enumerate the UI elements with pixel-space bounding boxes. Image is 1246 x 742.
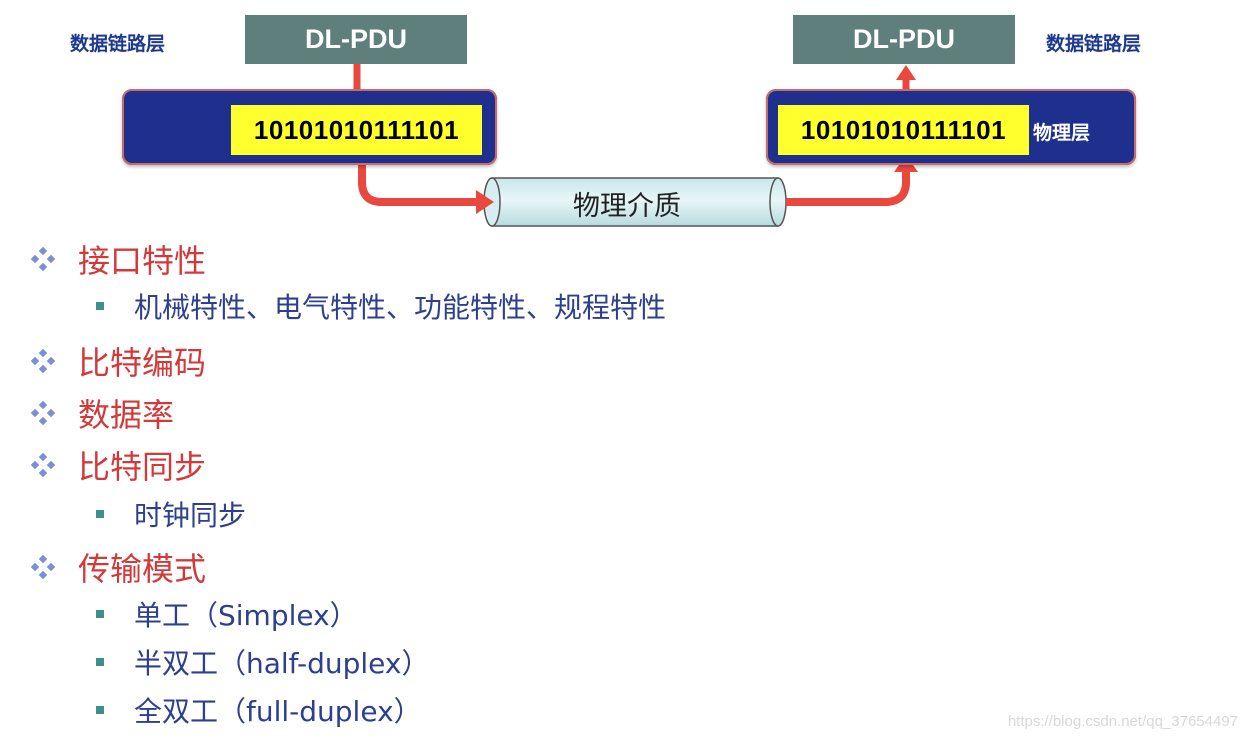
diamond-bullet-icon xyxy=(30,452,56,478)
square-bullet-icon xyxy=(96,610,104,618)
list-item-text: 数据率 xyxy=(78,396,175,434)
list-item: 比特同步 xyxy=(30,442,206,488)
left-dl-pdu-box: DL-PDU xyxy=(245,15,467,64)
list-item-text: 全双工（full-duplex） xyxy=(134,695,422,728)
right-datalink-layer-label: 数据链路层 xyxy=(1046,33,1142,55)
square-bullet-icon xyxy=(96,510,104,518)
list-item: 单工（Simplex） xyxy=(96,594,358,634)
list-item: 传输模式 xyxy=(30,544,206,590)
physical-medium-label: 物理介质 xyxy=(573,191,681,222)
diamond-bullet-icon xyxy=(30,554,56,580)
list-item: 全双工（full-duplex） xyxy=(96,690,422,730)
list-item: 时钟同步 xyxy=(96,494,246,534)
left-bits-box: 10101010111101 xyxy=(231,105,482,155)
right-bits-box: 10101010111101 xyxy=(778,105,1029,155)
square-bullet-icon xyxy=(96,658,104,666)
list-item-text: 比特编码 xyxy=(78,344,207,382)
diagram-graphics xyxy=(347,64,918,227)
list-item-text: 机械特性、电气特性、功能特性、规程特性 xyxy=(134,291,667,324)
protocol-diagram: 数据链路层 DL-PDU 10101010111101 DL-PDU 数据链路层… xyxy=(0,0,1246,240)
list-item: 机械特性、电气特性、功能特性、规程特性 xyxy=(96,286,666,326)
list-item-text: 半双工（half-duplex） xyxy=(134,647,430,680)
list-item-text: 时钟同步 xyxy=(134,499,247,532)
diamond-bullet-icon xyxy=(30,400,56,426)
physical-layer-label: 物理层 xyxy=(1033,122,1091,144)
left-datalink-layer-label: 数据链路层 xyxy=(70,33,166,55)
right-dl-pdu-box: DL-PDU xyxy=(793,15,1015,64)
list-item: 数据率 xyxy=(30,390,174,436)
list-item-text: 比特同步 xyxy=(78,448,207,486)
list-item: 比特编码 xyxy=(30,338,206,384)
list-item-text: 接口特性 xyxy=(78,242,207,280)
square-bullet-icon xyxy=(96,706,104,714)
list-item-text: 传输模式 xyxy=(78,550,207,588)
list-item-text: 单工（Simplex） xyxy=(134,599,358,632)
diamond-bullet-icon xyxy=(30,246,56,272)
list-item: 半双工（half-duplex） xyxy=(96,642,430,682)
watermark: https://blog.csdn.net/qq_37654497 xyxy=(1007,713,1238,730)
arrow-bits-to-medium xyxy=(358,155,494,214)
list-item: 接口特性 xyxy=(30,236,206,282)
square-bullet-icon xyxy=(96,302,104,310)
diamond-bullet-icon xyxy=(30,348,56,374)
physical-medium-tube xyxy=(483,177,787,227)
